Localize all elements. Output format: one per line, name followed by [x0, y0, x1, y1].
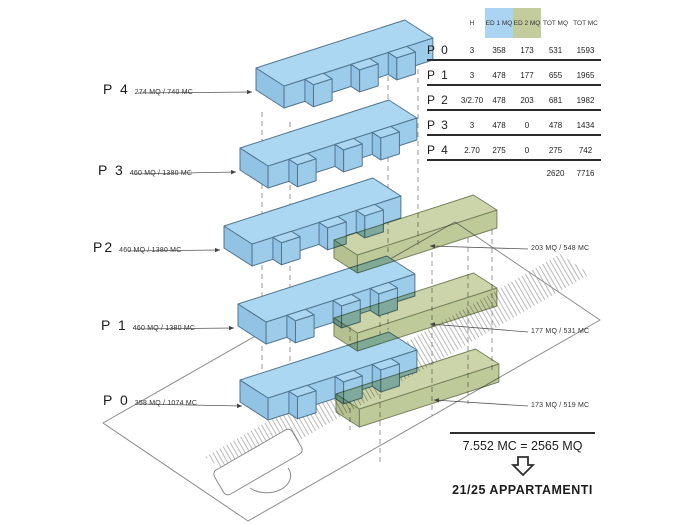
floor-id: P 4 — [103, 81, 130, 97]
floor-label-p3: P 3 460 MQ / 1380 MC — [98, 162, 192, 178]
ed2-slab-p1 — [333, 272, 498, 352]
table-row-p2: P 2 3/2.70 478 203 681 1982 — [427, 94, 601, 111]
ed1-slab-p2 — [223, 177, 402, 267]
floor-area: 358 MQ / 1074 MC — [134, 400, 198, 407]
table-row-totals: 2620 7716 — [427, 169, 601, 182]
floor-label-p0: P 0 358 MQ / 1074 MC — [103, 392, 197, 408]
floor-id: P 3 — [98, 162, 125, 178]
leader-lines — [127, 89, 529, 409]
ed2-label-p2: 203 MQ / 548 MC — [531, 245, 590, 252]
floor-id: P2 — [93, 239, 115, 255]
driveway-arc — [249, 467, 292, 494]
floor-area: 274 MQ / 740 MC — [134, 89, 194, 96]
areas-table: H ED 1 MQ ED 2 MQ TOT MQ TOT MC P 0 3 35… — [427, 8, 601, 190]
floor-area: 460 MQ / 1380 MC — [132, 325, 196, 332]
table-row-p4: P 4 2.70 275 0 275 742 — [427, 144, 601, 161]
ed2-label-p0: 173 MQ / 519 MC — [531, 402, 590, 409]
ed2-slab-p2 — [333, 194, 498, 274]
col-header-ed1-legend: ED 1 MQ — [485, 8, 513, 38]
total-mq: 2620 — [546, 169, 565, 178]
floor-area: 460 MQ / 1380 MC — [119, 247, 182, 254]
apartments-count: 21/25 APPARTAMENTI — [452, 483, 593, 497]
col-header-h: H — [469, 19, 475, 27]
table-row-p0: P 0 3 358 173 531 1593 — [427, 44, 601, 61]
ed2-label-p1: 177 MQ / 531 MC — [531, 328, 590, 335]
table-row-p3: P 3 3 478 0 478 1434 — [427, 119, 601, 136]
floor-label-p1: P 1 460 MQ / 1380 MC — [101, 317, 195, 333]
floor-id: P 1 — [101, 317, 128, 333]
floor-id: P 0 — [103, 392, 130, 408]
areas-table-header: H ED 1 MQ ED 2 MQ TOT MQ TOT MC — [427, 8, 601, 38]
col-header-ed2-legend: ED 2 MQ — [513, 8, 541, 38]
table-row-p1: P 1 3 478 177 655 1965 — [427, 69, 601, 86]
driveway-outline — [213, 428, 303, 496]
ed1-slab-p4 — [255, 19, 434, 109]
floor-label-p2: P2 460 MQ / 1380 MC — [93, 239, 181, 255]
volume-equation: 7.552 MC = 2565 MQ — [462, 439, 583, 453]
floor-area: 460 MQ / 1380 MC — [129, 170, 193, 177]
down-arrow-icon — [450, 456, 595, 481]
floor-label-p4: P 4 274 MQ / 740 MC — [103, 81, 193, 97]
col-header-totmq: TOT MQ — [542, 19, 569, 27]
ed2-slab-p0 — [335, 348, 500, 428]
ed1-slab-p3 — [239, 99, 418, 189]
volume-summary: 7.552 MC = 2565 MQ 21/25 APPARTAMENTI — [450, 432, 595, 497]
total-mc: 7716 — [576, 169, 595, 178]
col-header-totmc: TOT MC — [573, 19, 598, 27]
